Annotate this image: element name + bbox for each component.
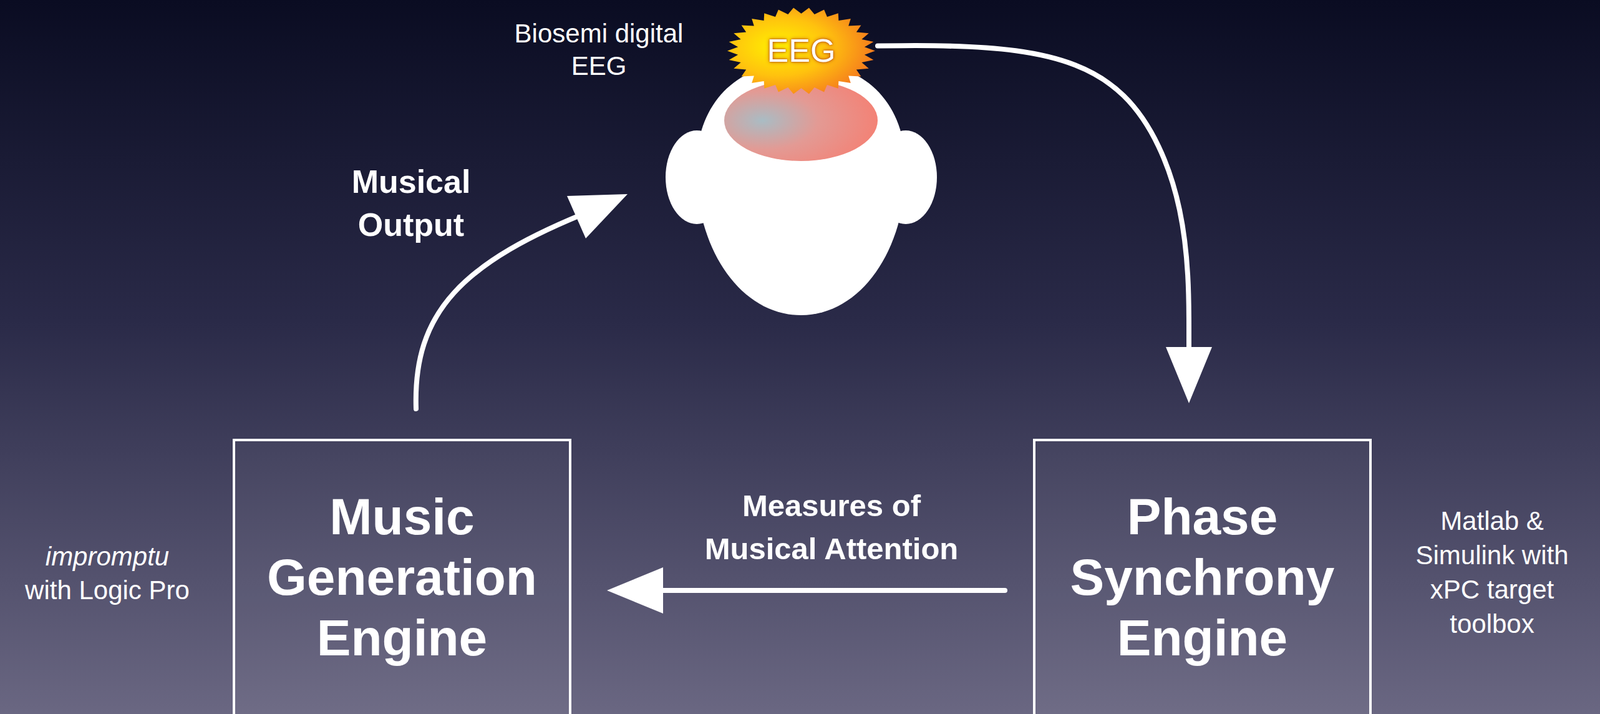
arrowhead <box>1165 346 1213 403</box>
head-outline <box>696 62 906 316</box>
connector-line <box>644 587 1005 593</box>
label-text: impromptu <box>45 541 170 571</box>
arrow-label: Musical Output <box>311 160 511 247</box>
starburst-outline <box>727 7 876 94</box>
process-box: Music Generation Engine <box>232 438 572 714</box>
software-label: impromptu <box>4 540 211 573</box>
label-text: Musical Output <box>351 163 471 243</box>
box-title: Music Generation Engine <box>252 485 552 668</box>
software-label: Matlab & Simulink with xPC target toolbo… <box>1398 503 1586 641</box>
connector-line <box>877 45 1189 366</box>
badge-text: EEG <box>767 33 836 69</box>
label-text: Biosemi digital EEG <box>514 18 684 81</box>
edge-label-text: Measures of Musical Attention <box>704 488 959 566</box>
brain-region <box>724 79 878 161</box>
eeg-starburst: EEG <box>727 7 876 95</box>
software-label: with Logic Pro <box>4 573 211 607</box>
connector-arrow <box>606 567 1005 614</box>
connector-arrow <box>877 45 1213 403</box>
box-title: Phase Synchrony Engine <box>1052 485 1352 668</box>
label-text: with Logic Pro <box>24 575 190 605</box>
edge-label: Measures of Musical Attention <box>691 484 972 571</box>
label-text: Matlab & Simulink with xPC target toolbo… <box>1415 505 1569 639</box>
output-arrowhead <box>567 193 628 239</box>
process-box: Phase Synchrony Engine <box>1032 438 1372 714</box>
device-label: Biosemi digital EEG <box>492 17 705 83</box>
arrowhead <box>606 567 664 614</box>
